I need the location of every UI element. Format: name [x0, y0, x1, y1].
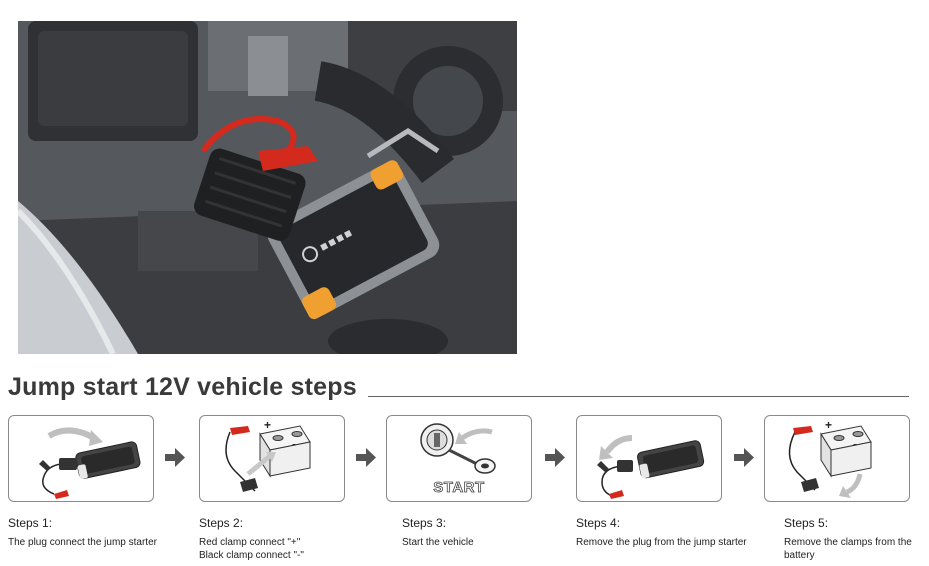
step-4-title: Steps 4:: [576, 516, 621, 530]
car-battery-icon: [259, 425, 311, 478]
start-label: START: [433, 479, 484, 496]
step-5-description-line: Remove the clamps from the: [784, 537, 912, 548]
curved-arrow-icon: [47, 427, 96, 441]
step-2-description-line: Red clamp connect "+": [199, 537, 301, 548]
step-4-description: Remove the plug from the jump starter: [576, 536, 747, 549]
step-5-illustration: + -: [764, 415, 910, 502]
step-4-illustration: [576, 415, 722, 502]
step-1-description-line: The plug connect the jump starter: [8, 537, 157, 548]
step-5-description-line: battery: [784, 550, 815, 561]
step-1-description: The plug connect the jump starter: [8, 536, 157, 549]
step-5-title: Steps 5:: [784, 516, 829, 530]
step-2-description-line: Black clamp connect "-": [199, 550, 304, 561]
minus-sign: -: [292, 437, 296, 451]
title-divider: [368, 396, 909, 397]
plus-sign: +: [264, 418, 271, 432]
red-clamp-icon: [609, 490, 624, 499]
remove-arrow-icon: [845, 473, 863, 495]
red-clamp-icon: [793, 426, 813, 435]
step-3-description-line: Start the vehicle: [402, 537, 474, 548]
plus-sign: +: [825, 418, 832, 432]
car-battery-icon: [820, 425, 872, 478]
car-key-icon: [448, 448, 496, 474]
jump-starter-icon: [75, 441, 141, 479]
engine-bay-photo: [18, 21, 517, 354]
section-title: Jump start 12V vehicle steps: [8, 373, 357, 401]
jump-starter-in-engine-illustration: [18, 21, 517, 354]
black-clamp-icon: [240, 478, 258, 492]
black-clamp-icon: [597, 461, 609, 472]
step-1-title: Steps 1:: [8, 516, 53, 530]
black-clamp-icon: [801, 478, 819, 492]
step-4-description-line: Remove the plug from the jump starter: [576, 537, 747, 548]
step-2-title: Steps 2:: [199, 516, 244, 530]
connect-arrow-icon: [246, 454, 272, 476]
next-step-arrow-icon: [734, 448, 754, 467]
next-step-arrow-icon: [545, 448, 565, 467]
step-2-description: Red clamp connect "+" Black clamp connec…: [199, 536, 304, 562]
red-clamp-icon: [54, 490, 69, 499]
turn-arrow-icon: [460, 428, 493, 441]
step-3-illustration: START: [386, 415, 532, 502]
ignition-switch-icon: [420, 423, 454, 457]
step-1-illustration: [8, 415, 154, 502]
step-2-illustration: + -: [199, 415, 345, 502]
black-clamp-icon: [39, 460, 51, 471]
red-clamp-icon: [230, 426, 250, 435]
step-3-title: Steps 3:: [402, 516, 447, 530]
step-5-description: Remove the clamps from the battery: [784, 536, 912, 562]
minus-sign: -: [853, 437, 857, 451]
remove-arrow-icon: [604, 435, 633, 454]
next-step-arrow-icon: [356, 448, 376, 467]
jump-starter-icon: [637, 440, 705, 479]
step-3-description: Start the vehicle: [402, 536, 474, 549]
next-step-arrow-icon: [165, 448, 185, 467]
